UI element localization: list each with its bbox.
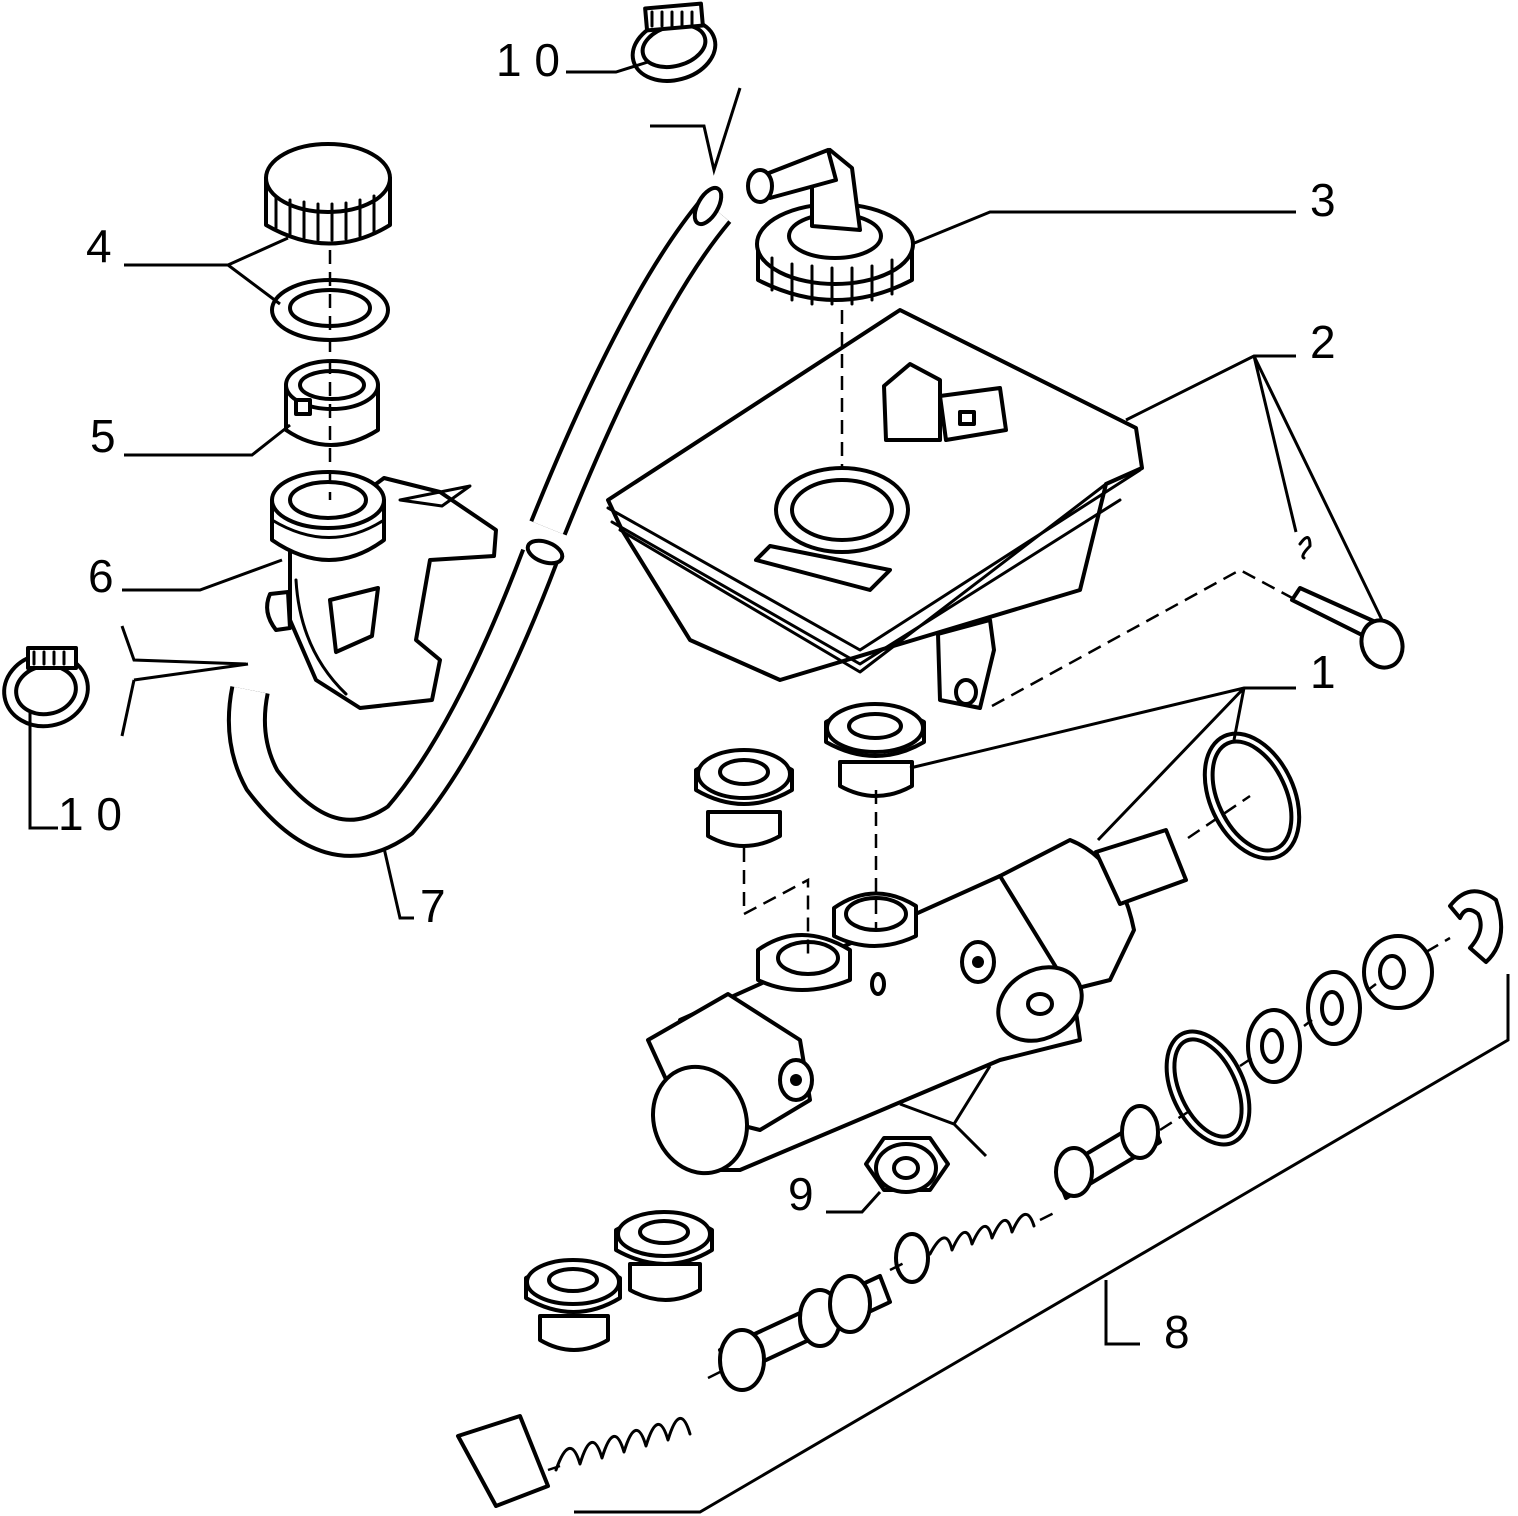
part-4-filler-cap — [264, 142, 392, 342]
part-8-repair-kit — [456, 889, 1504, 1508]
part-4-leader — [124, 236, 289, 306]
callout-8: 8 — [1164, 1306, 1190, 1358]
part-2-pin — [1290, 536, 1405, 670]
part-1-master-cylinder — [646, 828, 1188, 1176]
callout-1: 1 — [1310, 646, 1336, 698]
part-2-reservoir — [606, 308, 1144, 710]
part-1-o-ring — [1202, 731, 1302, 861]
part-10-leader-top — [566, 60, 742, 176]
part-1-leader — [909, 686, 1296, 842]
part-10-hose-clip-top — [630, 1, 718, 83]
part-10-hose-clip-left — [2, 646, 90, 729]
part-5-strainer — [284, 359, 380, 447]
callout-10-top: 1 0 — [496, 34, 560, 86]
part-6-filler-neck — [265, 470, 498, 710]
part-3-reservoir-cap — [746, 148, 915, 306]
part-7-leader — [382, 847, 414, 920]
part-1-plug-upper-right — [824, 702, 926, 798]
callout-9: 9 — [788, 1168, 814, 1220]
part-2-leader — [1125, 354, 1384, 621]
part-8-plugs — [524, 1210, 714, 1352]
part-8-leader — [574, 974, 1510, 1514]
part-5-leader — [124, 423, 291, 457]
part-6-leader — [122, 558, 283, 592]
part-3-leader — [911, 210, 1296, 246]
part-1-plug-upper-left — [694, 748, 794, 848]
callout-7: 7 — [420, 880, 446, 932]
callout-3: 3 — [1310, 174, 1336, 226]
part-9-leader — [826, 1065, 992, 1214]
part-7-hose — [226, 185, 732, 858]
part-9-nut — [864, 1136, 950, 1194]
callout-2: 2 — [1310, 316, 1336, 368]
part-10-leader-left — [28, 625, 249, 830]
callout-5: 5 — [90, 410, 116, 462]
callout-4: 4 — [86, 220, 112, 272]
callout-6: 6 — [88, 550, 114, 602]
callout-10-left: 1 0 — [58, 788, 122, 840]
